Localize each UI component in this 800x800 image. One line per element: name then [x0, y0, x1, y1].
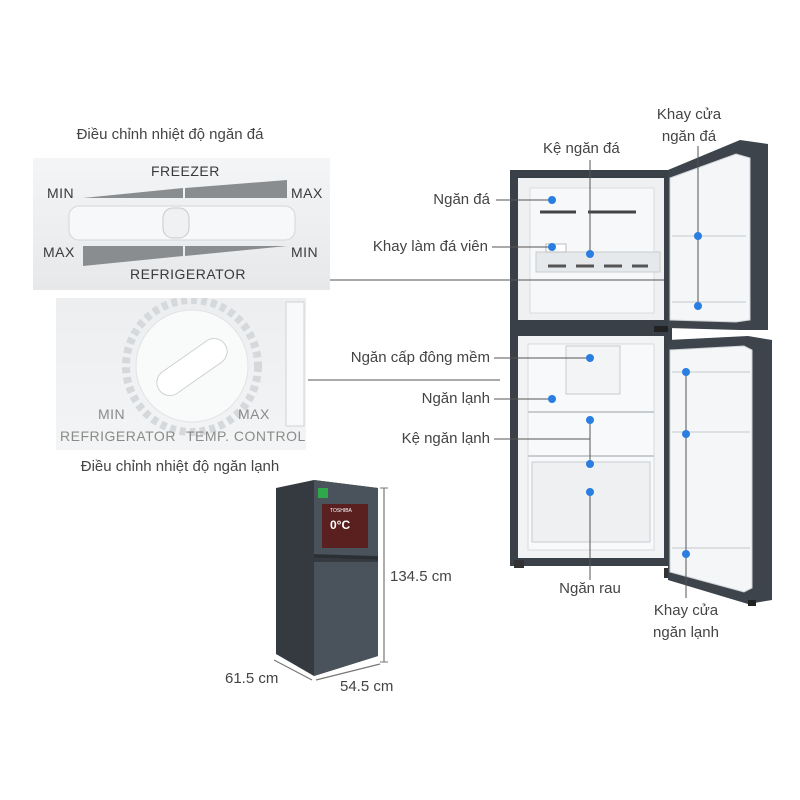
callout-ke-ngan-da: Kệ ngăn đá	[543, 140, 620, 157]
freezer-control-panel: FREEZER MIN MAX MAX MIN REFRIGERATOR	[33, 158, 330, 290]
callout-khay-lam-da-vien: Khay làm đá viên	[372, 238, 488, 255]
callout-khay-cua-ngan-lanh: Khay cửa ngăn lạnh	[653, 602, 719, 641]
dimension-height: 134.5 cm	[390, 568, 452, 585]
fridge-max-label: MAX	[43, 244, 75, 260]
freezer-max-label: MAX	[291, 185, 323, 201]
callout-ngan-cap-dong-mem: Ngăn cấp đông mềm	[350, 349, 490, 366]
dial-max-label: MAX	[238, 406, 270, 422]
callout-ke-ngan-lanh: Kệ ngăn lạnh	[401, 430, 490, 447]
dial-min-label: MIN	[98, 406, 126, 422]
dimension-width: 54.5 cm	[340, 678, 394, 695]
fridge-dial-graphic	[122, 298, 305, 436]
freezer-slider-graphic	[68, 180, 296, 266]
callout-ngan-rau: Ngăn rau	[559, 580, 621, 597]
callout-ngan-da: Ngăn đá	[433, 191, 490, 208]
fridge-control-caption: Điều chỉnh nhiệt độ ngăn lạnh	[80, 458, 280, 475]
callout-ngan-lanh: Ngăn lạnh	[421, 390, 490, 407]
dial-refrigerator-label: REFRIGERATOR	[60, 428, 176, 444]
freezer-min-label: MIN	[47, 185, 75, 201]
callout-khay-cua-ngan-da: Khay cửa ngăn đá	[656, 106, 722, 145]
refrigerator-label: REFRIGERATOR	[130, 266, 246, 282]
screen-temp: 0°C	[330, 518, 351, 532]
fridge-control-panel: MIN MAX REFRIGERATOR TEMP. CONTROL	[56, 298, 306, 450]
dial-temp-control-label: TEMP. CONTROL	[186, 428, 306, 444]
freezer-label: FREEZER	[151, 163, 220, 179]
dimension-depth: 61.5 cm	[225, 670, 279, 687]
freezer-control-caption: Điều chỉnh nhiệt độ ngăn đá	[76, 126, 264, 143]
screen-brand: TOSHIBA	[330, 508, 352, 514]
fridge-min-label: MIN	[291, 244, 319, 260]
